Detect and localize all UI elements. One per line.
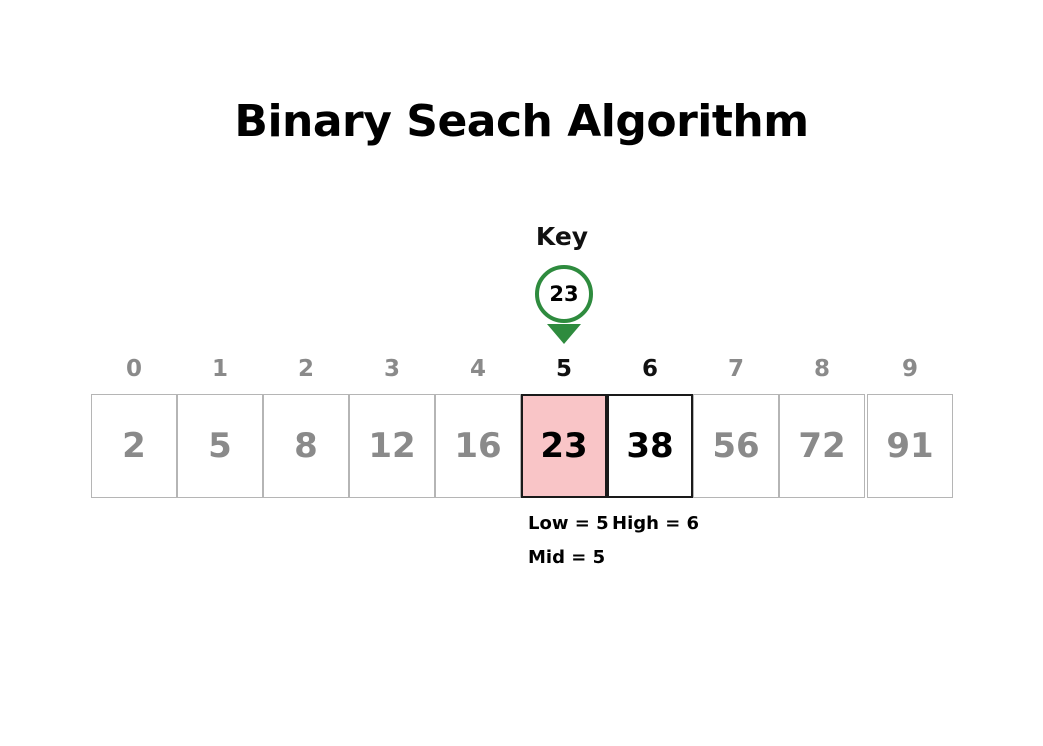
array-cell: 2 xyxy=(91,394,177,498)
key-value-circle: 23 xyxy=(535,265,593,323)
array-cell: 72 xyxy=(779,394,865,498)
array-cell: 38 xyxy=(607,394,693,498)
low-pointer-label: Low = 5 xyxy=(528,513,609,534)
array-cell: 16 xyxy=(435,394,521,498)
array-index: 7 xyxy=(727,356,744,382)
mid-pointer-label: Mid = 5 xyxy=(528,547,606,568)
array-cell: 5 xyxy=(177,394,263,498)
page-title: Binary Seach Algorithm xyxy=(234,96,809,147)
array-index: 0 xyxy=(125,356,142,382)
array-index: 6 xyxy=(641,356,658,382)
array-index: 5 xyxy=(555,356,572,382)
array-cell: 23 xyxy=(521,394,607,498)
key-pointer-arrow-icon xyxy=(547,324,581,344)
key-label: Key xyxy=(535,222,589,251)
array-cell: 56 xyxy=(693,394,779,498)
array-index: 4 xyxy=(469,356,486,382)
array-cell: 12 xyxy=(349,394,435,498)
array-index: 2 xyxy=(297,356,314,382)
array-index: 8 xyxy=(813,356,830,382)
high-pointer-label: High = 6 xyxy=(612,513,700,534)
array-index: 1 xyxy=(211,356,228,382)
array-cell: 8 xyxy=(263,394,349,498)
array-index: 3 xyxy=(383,356,400,382)
array-cell: 91 xyxy=(867,394,953,498)
array-index: 9 xyxy=(901,356,918,382)
